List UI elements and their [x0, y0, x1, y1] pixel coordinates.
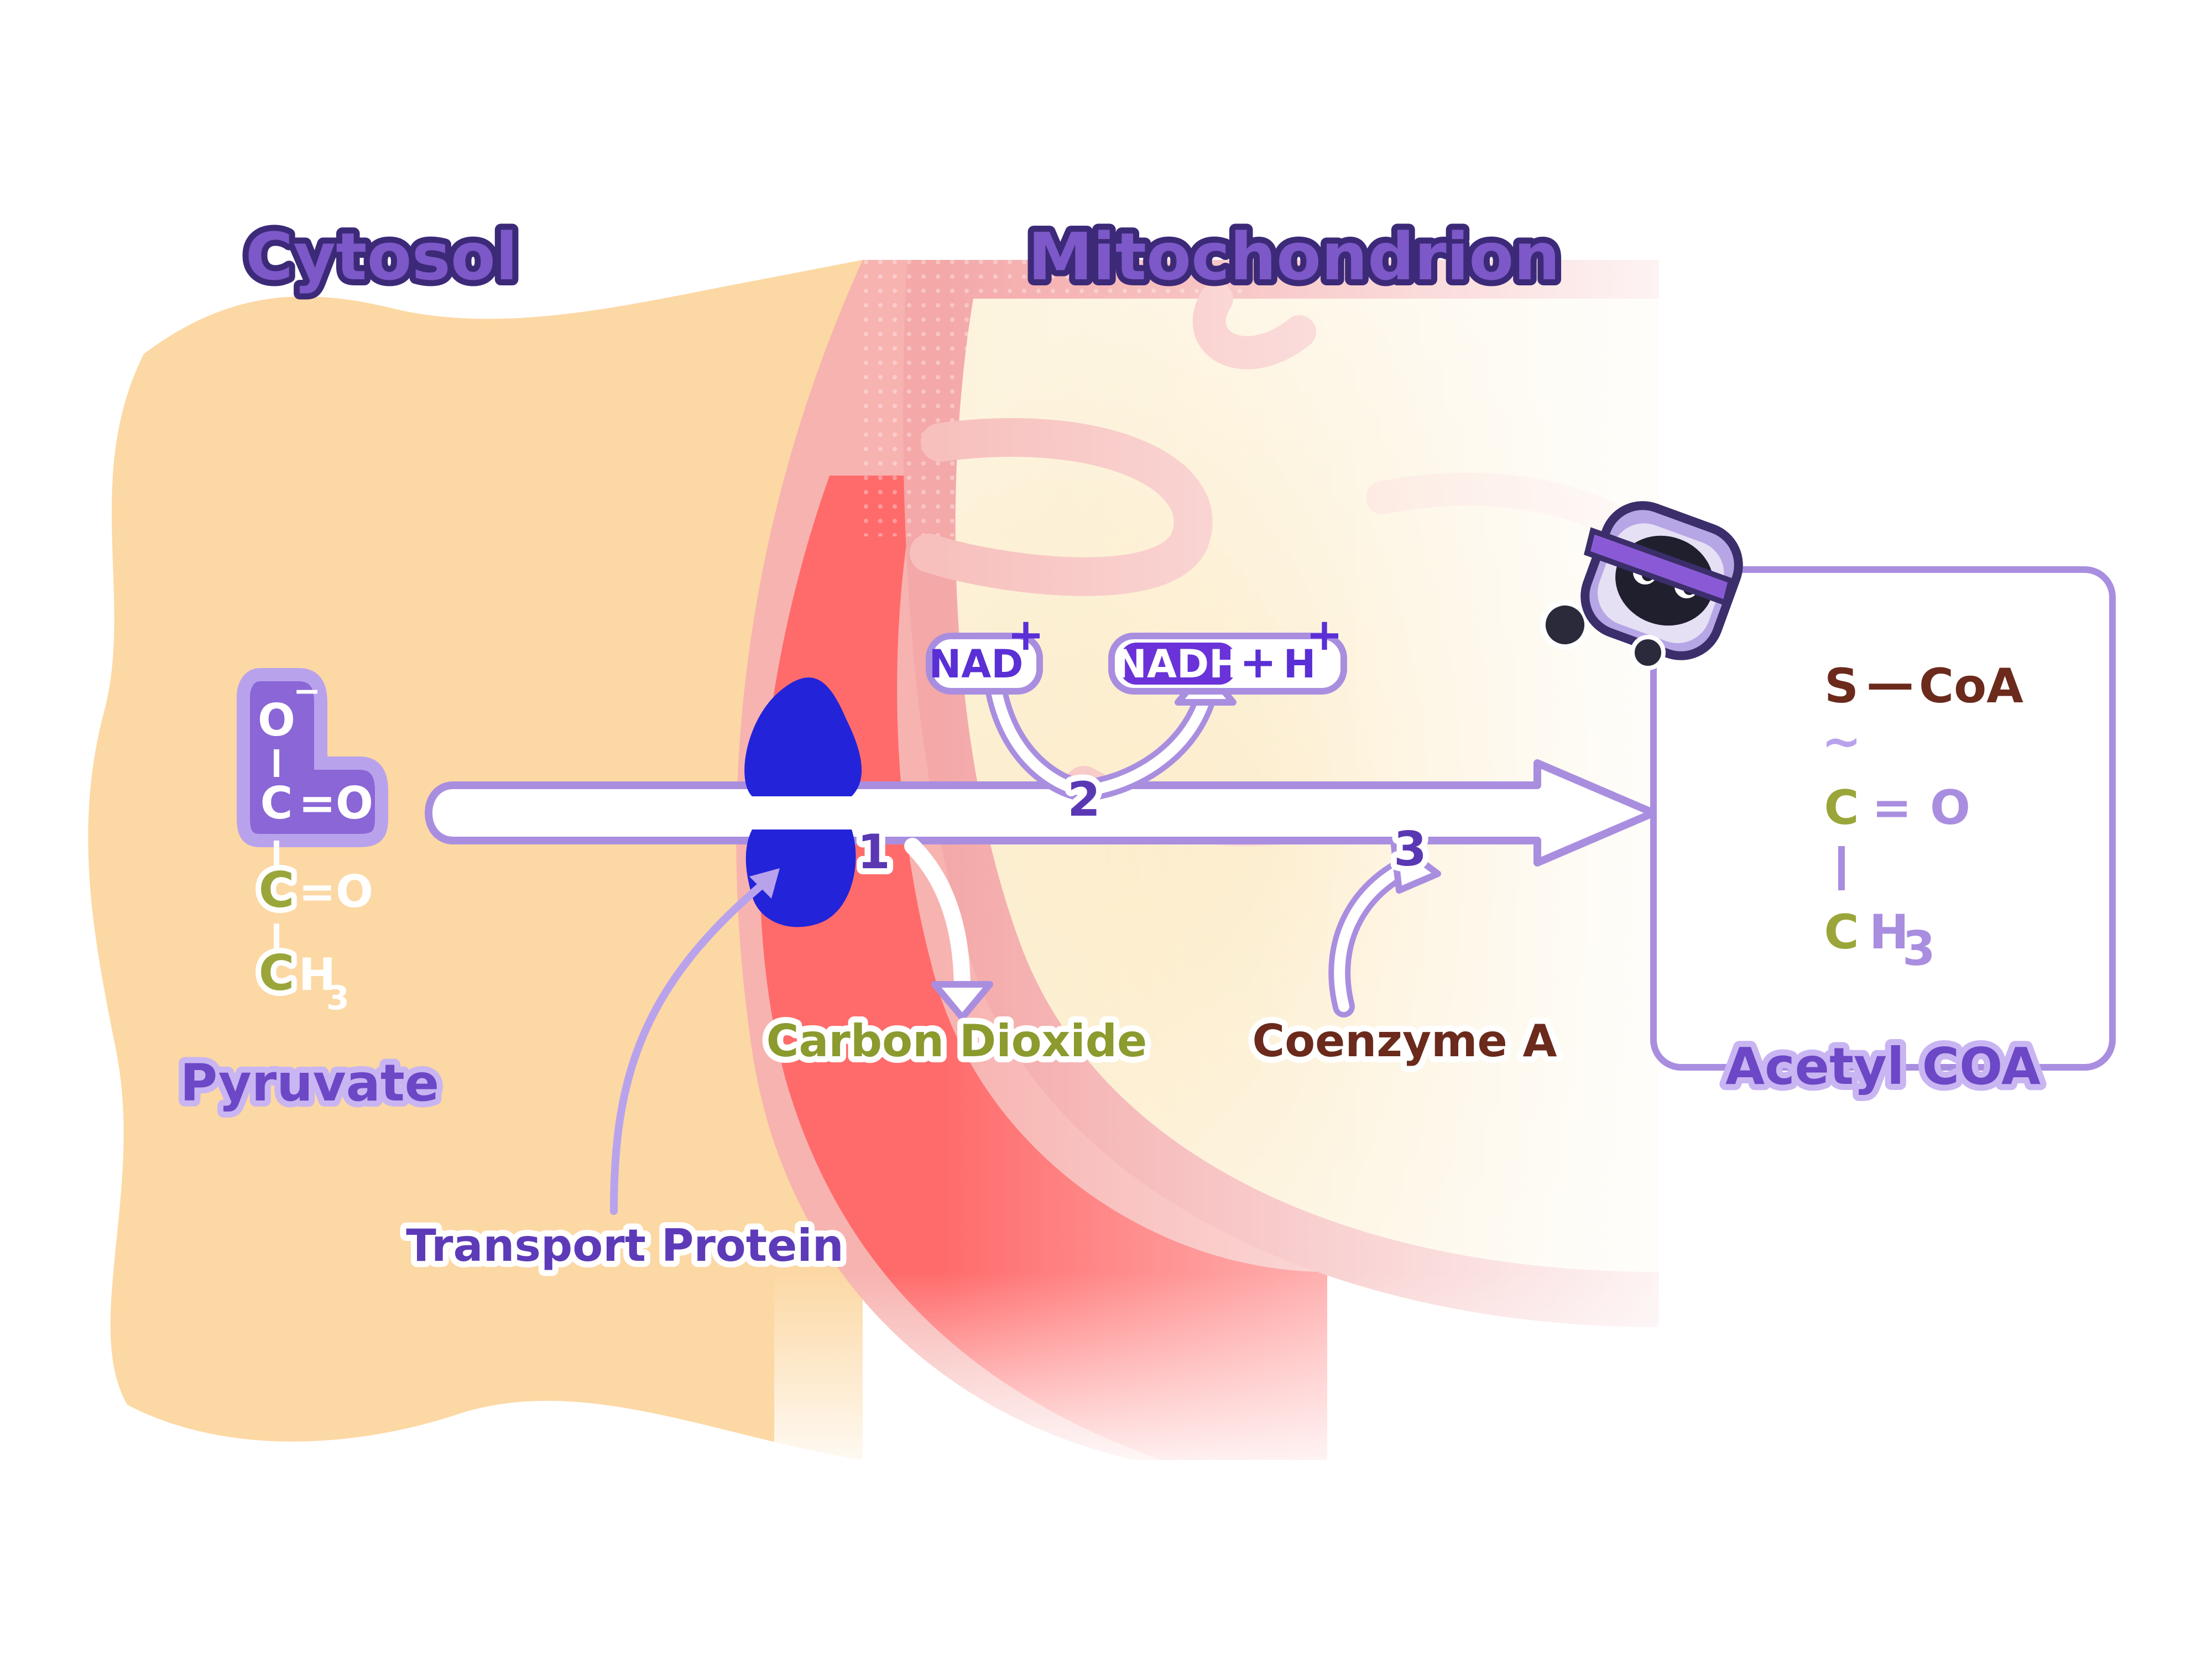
- acetyl-c2: C: [1824, 905, 1859, 960]
- carboxylate-highlight: [237, 668, 388, 847]
- acetyl-coa-structure: S — CoA ~ C = O C H 3: [1822, 656, 2023, 977]
- pyruvate-o-minus: O: [258, 695, 295, 746]
- acetyl-coa-label: Acetyl COA: [1725, 1037, 2041, 1096]
- transport-pointer-head: [749, 868, 780, 899]
- coenzyme-a-label: Coenzyme A: [1253, 1015, 1557, 1067]
- mascot-robot: [1540, 501, 1743, 670]
- acetyl-c1: C: [1824, 780, 1859, 836]
- acetyl-c1-bond: =: [1872, 780, 1912, 836]
- pyruvate-c2-bond: =O: [299, 866, 373, 917]
- nadh-h: H: [1284, 641, 1316, 687]
- nadh-h-sup: +: [1306, 609, 1343, 660]
- acetyl-coa-box: [1650, 566, 2116, 1071]
- acetyl-c2-sub: 3: [1902, 921, 1936, 977]
- acetyl-c2-h: H: [1869, 905, 1909, 960]
- carbon-dioxide-label: Carbon Dioxide: [766, 1015, 1147, 1067]
- main-pathway-arrow: [425, 759, 1657, 867]
- acetyl-coa-group: CoA: [1919, 659, 2023, 714]
- nad-reduction-arrow-inner: [990, 680, 1211, 797]
- nad-sup: +: [1007, 609, 1044, 660]
- pyruvate-c1: C: [260, 778, 293, 829]
- pyruvate-c3: C: [259, 945, 295, 1001]
- acetyl-c1-o: O: [1930, 780, 1970, 836]
- pyruvate-structure: O − C =O C =O C H 3: [237, 668, 388, 1018]
- step-2-number: 2: [1067, 772, 1100, 827]
- transport-protein: [744, 677, 862, 927]
- intermembrane-red: [759, 476, 1327, 1460]
- step-1-number: 1: [857, 825, 890, 880]
- coenzyme-a-arrowhead: [1390, 837, 1441, 894]
- acetyl-wave-bond: ~: [1822, 714, 1861, 769]
- co2-arrowhead: [931, 981, 993, 1021]
- mitochondrion-title: Mitochondrion: [1028, 218, 1561, 295]
- pyruvate-c3-h: H: [299, 949, 336, 1000]
- fade-overlay-bottom: [774, 1272, 1770, 1493]
- nad-text: NAD: [929, 641, 1024, 687]
- nadh-plus: +: [1239, 637, 1276, 688]
- step-3-number: 3: [1394, 822, 1427, 877]
- pyruvate-minus-sign: −: [293, 672, 321, 711]
- pyruvate-label: Pyruvate: [180, 1053, 439, 1113]
- cytosol-title: Cytosol: [246, 218, 518, 295]
- pyruvate-c1-bond: =O: [299, 778, 373, 829]
- pyruvate-c3-sub: 3: [326, 979, 349, 1018]
- cytosol-region: [88, 260, 863, 1460]
- acetyl-s-bond: —: [1866, 656, 1914, 711]
- transport-pointer-arrow: [610, 875, 773, 1215]
- transport-protein-label: Transport Protein: [406, 1220, 843, 1271]
- nad-plus: NAD +: [926, 609, 1045, 695]
- nadh-text: NADH: [1114, 641, 1241, 687]
- acetyl-s: S: [1824, 659, 1859, 714]
- pyruvate-c2: C: [259, 862, 295, 919]
- co2-release-arrow: [904, 838, 971, 998]
- nadh-h-plus: NADH + H +: [1108, 609, 1347, 695]
